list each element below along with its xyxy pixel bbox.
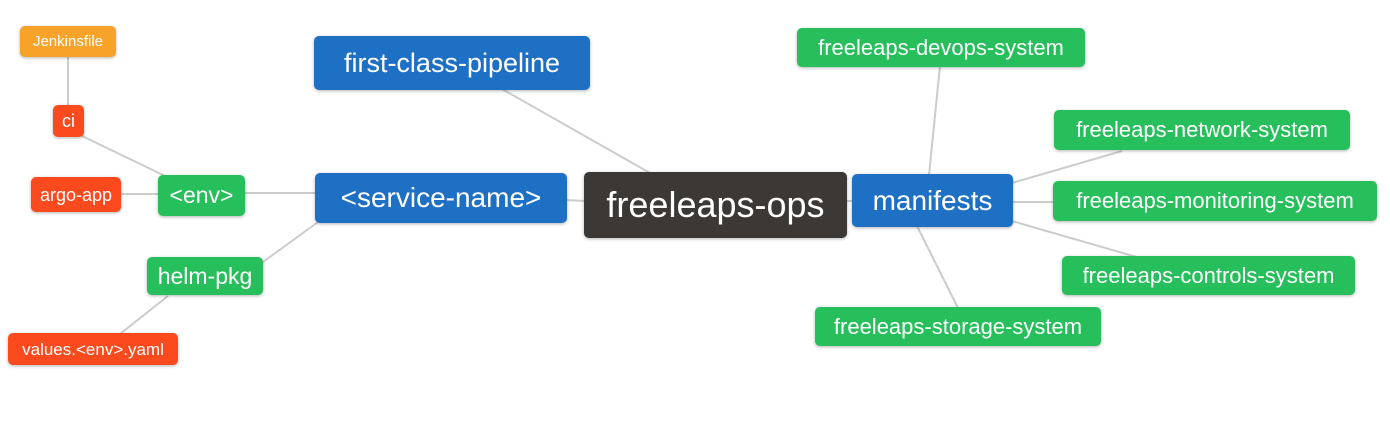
node-freeleaps-controls-system[interactable]: freeleaps-controls-system bbox=[1062, 256, 1355, 295]
node-freeleaps-devops-system[interactable]: freeleaps-devops-system bbox=[797, 28, 1085, 67]
edge-manifests-to-freeleaps-devops-system bbox=[928, 65, 941, 176]
node-first-class-pipeline[interactable]: first-class-pipeline bbox=[314, 36, 590, 90]
node-helm-pkg[interactable]: helm-pkg bbox=[147, 257, 263, 295]
edge-manifests-to-freeleaps-network-system bbox=[1011, 150, 1123, 184]
edge-manifests-to-freeleaps-controls-system bbox=[1011, 220, 1141, 259]
edge-helm-pkg-to-service-name bbox=[262, 221, 319, 263]
edge-service-name-to-freeleaps-ops bbox=[563, 199, 588, 202]
node-service-name[interactable]: <service-name> bbox=[315, 173, 567, 223]
node-argo-app[interactable]: argo-app bbox=[31, 177, 121, 212]
edge-values-env-yaml-to-helm-pkg bbox=[119, 295, 169, 335]
node-freeleaps-network-system[interactable]: freeleaps-network-system bbox=[1054, 110, 1350, 150]
node-freeleaps-ops[interactable]: freeleaps-ops bbox=[584, 172, 847, 238]
edge-ci-to-env bbox=[79, 134, 166, 177]
node-manifests[interactable]: manifests bbox=[852, 174, 1013, 227]
node-jenkinsfile[interactable]: Jenkinsfile bbox=[20, 26, 116, 57]
node-values-env-yaml[interactable]: values.<env>.yaml bbox=[8, 333, 178, 365]
node-env[interactable]: <env> bbox=[158, 175, 245, 216]
edge-first-class-pipeline-to-freeleaps-ops bbox=[501, 88, 651, 174]
node-freeleaps-storage-system[interactable]: freeleaps-storage-system bbox=[815, 307, 1101, 346]
node-freeleaps-monitoring-system[interactable]: freeleaps-monitoring-system bbox=[1053, 181, 1377, 221]
edge-manifests-to-freeleaps-storage-system bbox=[916, 225, 959, 309]
node-ci[interactable]: ci bbox=[53, 105, 84, 137]
